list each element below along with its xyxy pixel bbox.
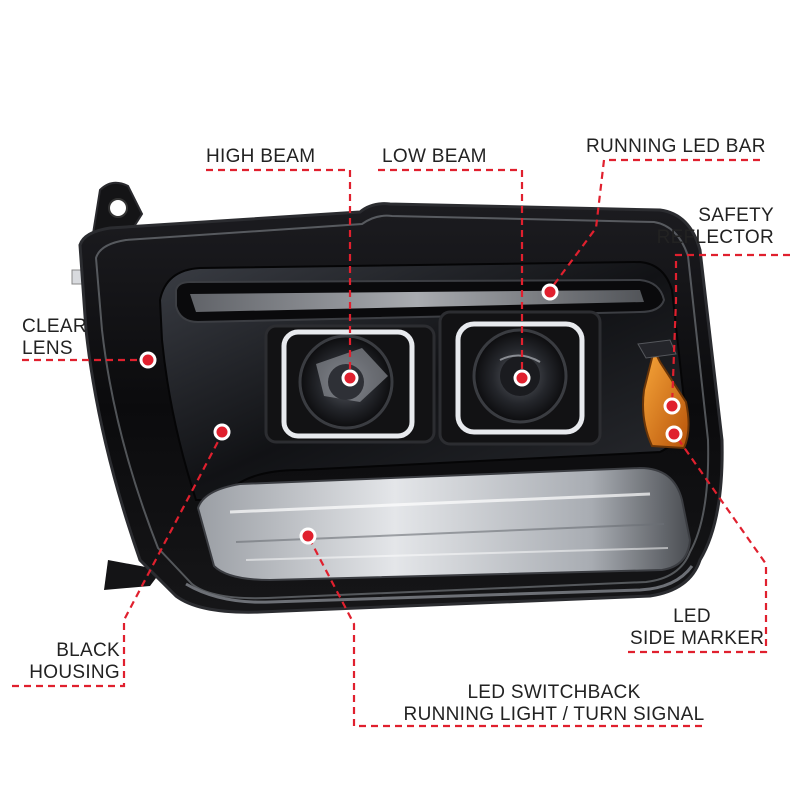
callout-dot-safety-reflector <box>663 397 681 415</box>
label-running-led-bar: RUNNING LED BAR <box>586 136 766 157</box>
callout-dot-low-beam <box>513 369 531 387</box>
label-led-switchback: LED SWITCHBACK RUNNING LIGHT / TURN SIGN… <box>403 682 705 725</box>
callout-markers <box>139 283 683 545</box>
leader-running-led-bar <box>549 158 760 291</box>
label-black-housing: BLACK HOUSING <box>29 640 120 683</box>
label-led-side-marker: LED SIDE MARKER <box>630 606 765 649</box>
led-switchback-strip <box>196 466 692 582</box>
callout-leaders <box>12 158 790 728</box>
callout-dot-high-beam <box>341 369 359 387</box>
callout-dot-black-housing <box>213 423 231 441</box>
leader-black-housing <box>12 433 223 688</box>
label-high-beam: HIGH BEAM <box>206 146 316 167</box>
callout-dot-side-marker <box>665 425 683 443</box>
callout-dot-switchback <box>299 527 317 545</box>
callout-dot-clear-lens <box>139 351 157 369</box>
leader-led-switchback <box>307 535 702 728</box>
leader-led-side-marker <box>628 435 768 654</box>
leader-low-beam <box>378 168 524 376</box>
leader-high-beam <box>206 168 352 376</box>
callout-dot-running-led-bar <box>541 283 559 301</box>
label-low-beam: LOW BEAM <box>382 146 487 167</box>
label-clear-lens: CLEAR LENS <box>22 316 87 359</box>
clear-lens-outline <box>94 214 710 600</box>
amber-side-marker <box>637 339 690 450</box>
lower-trim <box>185 565 694 604</box>
label-safety-reflector: SAFETY REFLECTOR <box>656 205 774 248</box>
leader-safety-reflector <box>670 253 790 407</box>
